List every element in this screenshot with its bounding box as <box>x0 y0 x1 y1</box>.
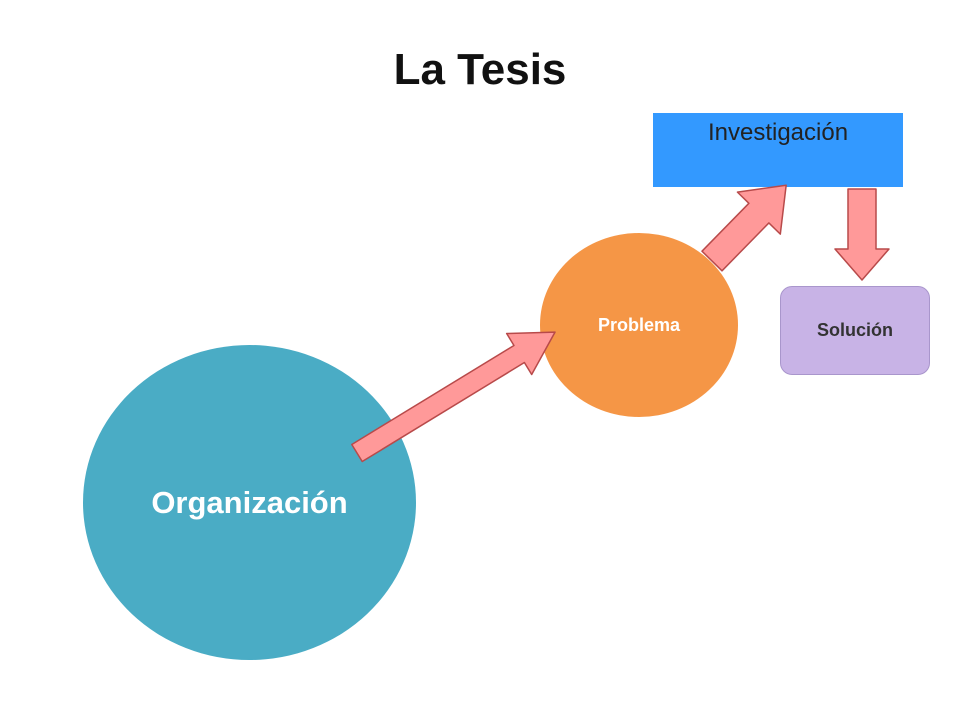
arrow-investigacion-to-solucion <box>834 188 890 281</box>
organizacion-label: Organización <box>151 484 348 520</box>
solucion-label: Solución <box>817 320 893 340</box>
organizacion-circle: Organización <box>83 345 416 660</box>
investigacion-box: Investigación <box>653 113 903 187</box>
solucion-box: Solución <box>780 286 930 375</box>
problema-circle: Problema <box>540 233 738 417</box>
slide-title: La Tesis <box>393 45 567 94</box>
problema-label: Problema <box>597 314 681 335</box>
investigacion-label: Investigación <box>707 119 849 146</box>
